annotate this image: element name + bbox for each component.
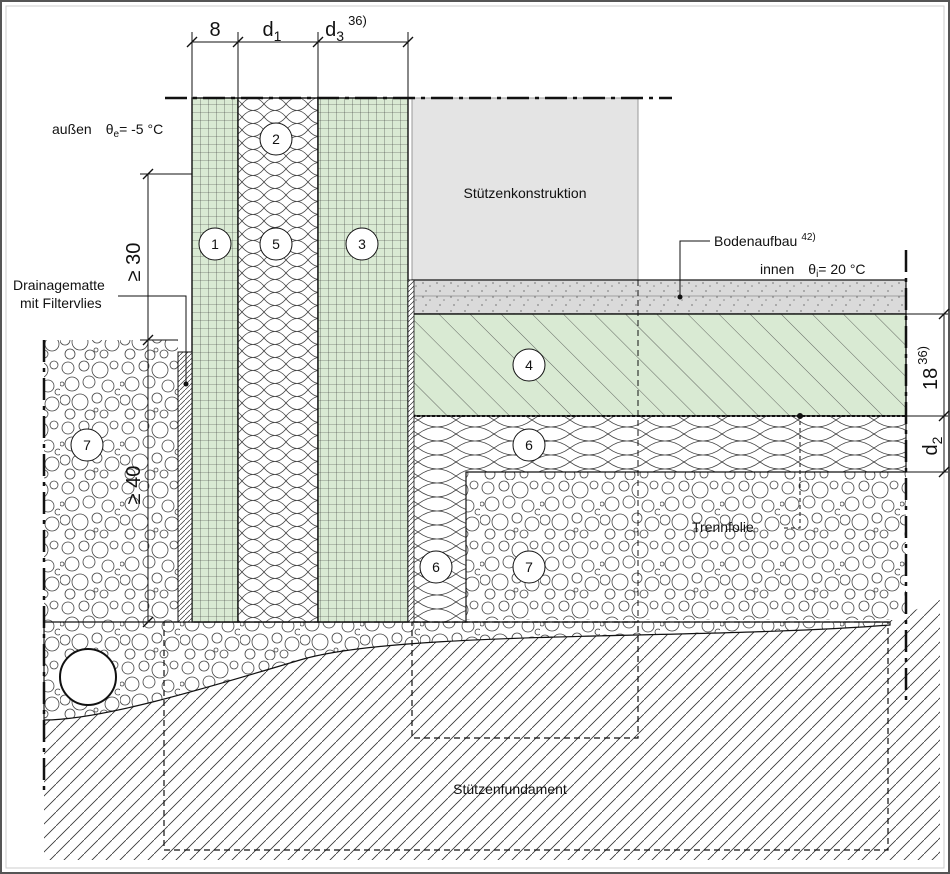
column-footprint	[411, 621, 639, 739]
separator-leader	[784, 416, 801, 529]
dim-outer-shell: 8	[209, 19, 220, 41]
layer-3-core	[317, 97, 409, 623]
layer-1-outer-shell	[191, 97, 239, 623]
edge-strip	[407, 279, 415, 623]
floor-covering	[411, 279, 907, 315]
column-label: Stützenkonstruktion	[464, 185, 587, 201]
svg-text:d336): d336)	[325, 13, 367, 44]
separator-label: Trennfolie	[692, 519, 754, 535]
layer-markers: 1 2 3 4 5 6 6 7 7	[70, 122, 546, 584]
svg-text:d1: d1	[263, 19, 282, 44]
drain-pipe	[59, 648, 117, 706]
marker-4: 4	[525, 357, 533, 373]
drainage-label-line2: mit Filtervlies	[20, 295, 102, 311]
dim-min-30: ≥ 30	[123, 243, 145, 282]
gravel-inside	[466, 472, 906, 620]
dim-min-40: ≥ 40	[123, 466, 145, 505]
dim-d1: d	[263, 19, 274, 41]
marker-6a: 6	[525, 437, 533, 453]
dim-d3: d	[325, 19, 336, 41]
marker-2: 2	[272, 131, 280, 147]
gravel-outside	[44, 340, 178, 630]
gravel-bed	[43, 621, 891, 721]
dim-d2: d	[920, 444, 942, 455]
marker-5: 5	[272, 236, 280, 252]
dimension-left	[140, 168, 192, 628]
marker-7b: 7	[525, 559, 533, 575]
svg-text:1836): 1836)	[915, 346, 942, 390]
dimension-right	[906, 308, 950, 478]
foundation-label: Stützenfundament	[453, 781, 567, 797]
drainage-mat	[177, 351, 193, 623]
layer-5-insulation	[237, 97, 319, 623]
drainage-label-line1: Drainagematte	[13, 277, 105, 293]
marker-6b: 6	[432, 559, 440, 575]
floor-slab	[411, 313, 907, 417]
dimension-top	[186, 32, 414, 98]
drainage-leader	[118, 295, 187, 384]
dim-slab: 18	[920, 368, 942, 390]
soil	[44, 600, 940, 860]
svg-text:d2: d2	[920, 436, 945, 455]
marker-1: 1	[211, 236, 219, 252]
floor-leader	[679, 240, 710, 297]
marker-7a: 7	[83, 437, 91, 453]
marker-3: 3	[358, 236, 366, 252]
